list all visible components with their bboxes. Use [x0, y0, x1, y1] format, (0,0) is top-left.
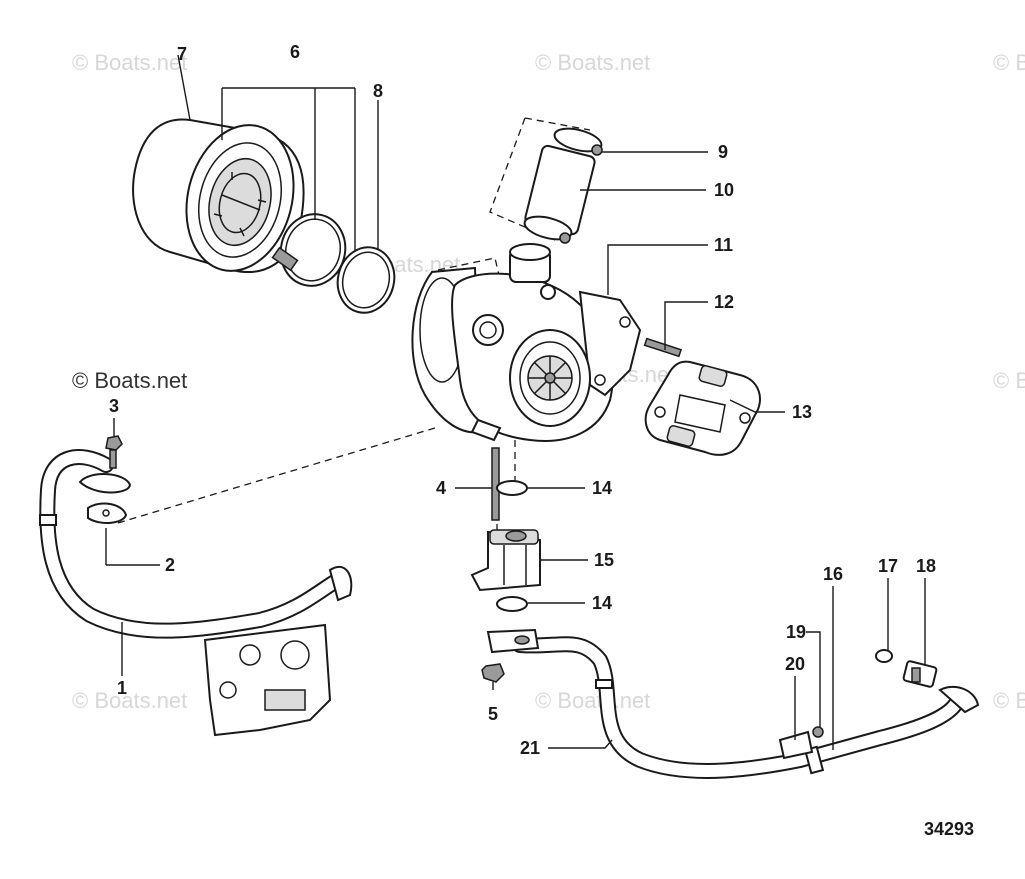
turbocharger	[411, 243, 642, 442]
watermark: © Boats.net	[535, 50, 650, 75]
watermark-edge: © B	[993, 50, 1025, 75]
drain-stud	[491, 447, 500, 521]
callout-7: 7	[177, 44, 187, 64]
drain-hose	[486, 628, 980, 779]
oil-supply-line	[39, 449, 353, 639]
callout-13: 13	[792, 402, 812, 422]
leader-line-11	[607, 244, 708, 295]
callout-12: 12	[714, 292, 734, 312]
callout-8: 8	[373, 81, 383, 101]
fitting	[875, 649, 938, 688]
callout-9: 9	[718, 142, 728, 162]
diagram-number: 34293	[924, 819, 974, 839]
air-filter	[132, 118, 305, 274]
alignment-line-hose-top	[524, 117, 591, 131]
callout-20: 20	[785, 654, 805, 674]
coupling-hose	[523, 127, 603, 244]
adapter-ring	[336, 246, 396, 314]
leader-line-13	[729, 399, 785, 413]
callout-16: 16	[823, 564, 843, 584]
callout-10: 10	[714, 180, 734, 200]
callout-11: 11	[714, 235, 733, 255]
leader-line-7	[177, 54, 191, 121]
leader-line-6	[221, 87, 356, 250]
callout-4: 4	[436, 478, 446, 498]
watermark-edge: © B	[993, 688, 1025, 713]
leader-lines	[105, 54, 926, 750]
watermark: © Boats.net	[72, 688, 187, 713]
drain-adapter	[470, 529, 541, 592]
nut	[481, 663, 505, 683]
callout-2: 2	[165, 555, 175, 575]
callout-5: 5	[488, 704, 498, 724]
engine-block	[203, 623, 332, 737]
leader-line-19	[806, 631, 821, 728]
compressor-wheel	[527, 355, 573, 401]
bolt	[105, 435, 123, 469]
leader-line-12	[664, 301, 708, 350]
stud	[643, 337, 682, 358]
supply-gasket	[87, 502, 128, 524]
callout-6: 6	[290, 42, 300, 62]
o-rings	[496, 480, 528, 612]
watermark: © Boats.net	[535, 688, 650, 713]
callout-15: 15	[594, 550, 614, 570]
watermark: © Boats.net	[72, 50, 187, 75]
leader-line-21	[548, 739, 613, 749]
callout-14: 14	[592, 593, 612, 613]
callout-21: 21	[520, 738, 540, 758]
callout-19: 19	[786, 622, 806, 642]
callout-14: 14	[592, 478, 612, 498]
callout-numbers: 7 6 8 9 10 11 12 13 14 15 14 4 5 2 3 1 2…	[109, 42, 936, 758]
callout-17: 17	[878, 556, 898, 576]
callout-18: 18	[916, 556, 936, 576]
callout-3: 3	[109, 396, 119, 416]
callout-1: 1	[117, 678, 127, 698]
alignment-line-oil-supply	[117, 427, 436, 524]
hose-clamp	[271, 213, 347, 287]
watermark-primary: © Boats.net	[72, 368, 187, 393]
watermark-edge: © B	[993, 368, 1025, 393]
exhaust-gasket	[644, 360, 761, 456]
